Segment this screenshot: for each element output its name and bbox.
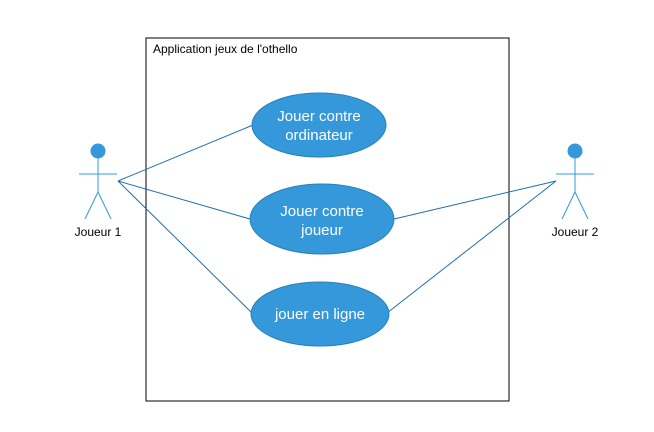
usecase-ellipse (251, 92, 387, 158)
usecase-label-line2: joueur (300, 222, 343, 239)
association-joueur1-joueur[interactable] (117, 180, 251, 220)
usecase-jouer-contre-joueur[interactable]: Jouer contre joueur (249, 183, 395, 255)
usecase-ellipse (249, 183, 395, 255)
association-joueur2-joueur[interactable] (393, 180, 557, 220)
actor-label: Joueur 1 (75, 225, 122, 239)
actor-joueur-2[interactable]: Joueur 2 (552, 143, 599, 239)
actor-joueur-1[interactable]: Joueur 1 (75, 143, 122, 239)
association-joueur1-ordinateur[interactable] (117, 124, 254, 182)
usecase-label-line1: Jouer contre (280, 203, 363, 220)
usecase-ellipse (250, 281, 390, 347)
usecase-label-line1: Jouer contre (277, 108, 360, 125)
actor-stick-figure-icon (79, 143, 117, 220)
usecase-label-line2: ordinateur (285, 127, 353, 144)
usecase-label: jouer en ligne (274, 306, 365, 323)
actor-label: Joueur 2 (552, 225, 599, 239)
associations (117, 124, 557, 314)
association-joueur1-en-ligne[interactable] (117, 180, 253, 314)
usecase-jouer-en-ligne[interactable]: jouer en ligne (250, 281, 390, 347)
usecase-jouer-contre-ordinateur[interactable]: Jouer contre ordinateur (251, 92, 387, 158)
actor-stick-figure-icon (556, 143, 594, 220)
system-title: Application jeux de l'othello (153, 42, 298, 56)
association-joueur2-en-ligne[interactable] (386, 180, 557, 314)
